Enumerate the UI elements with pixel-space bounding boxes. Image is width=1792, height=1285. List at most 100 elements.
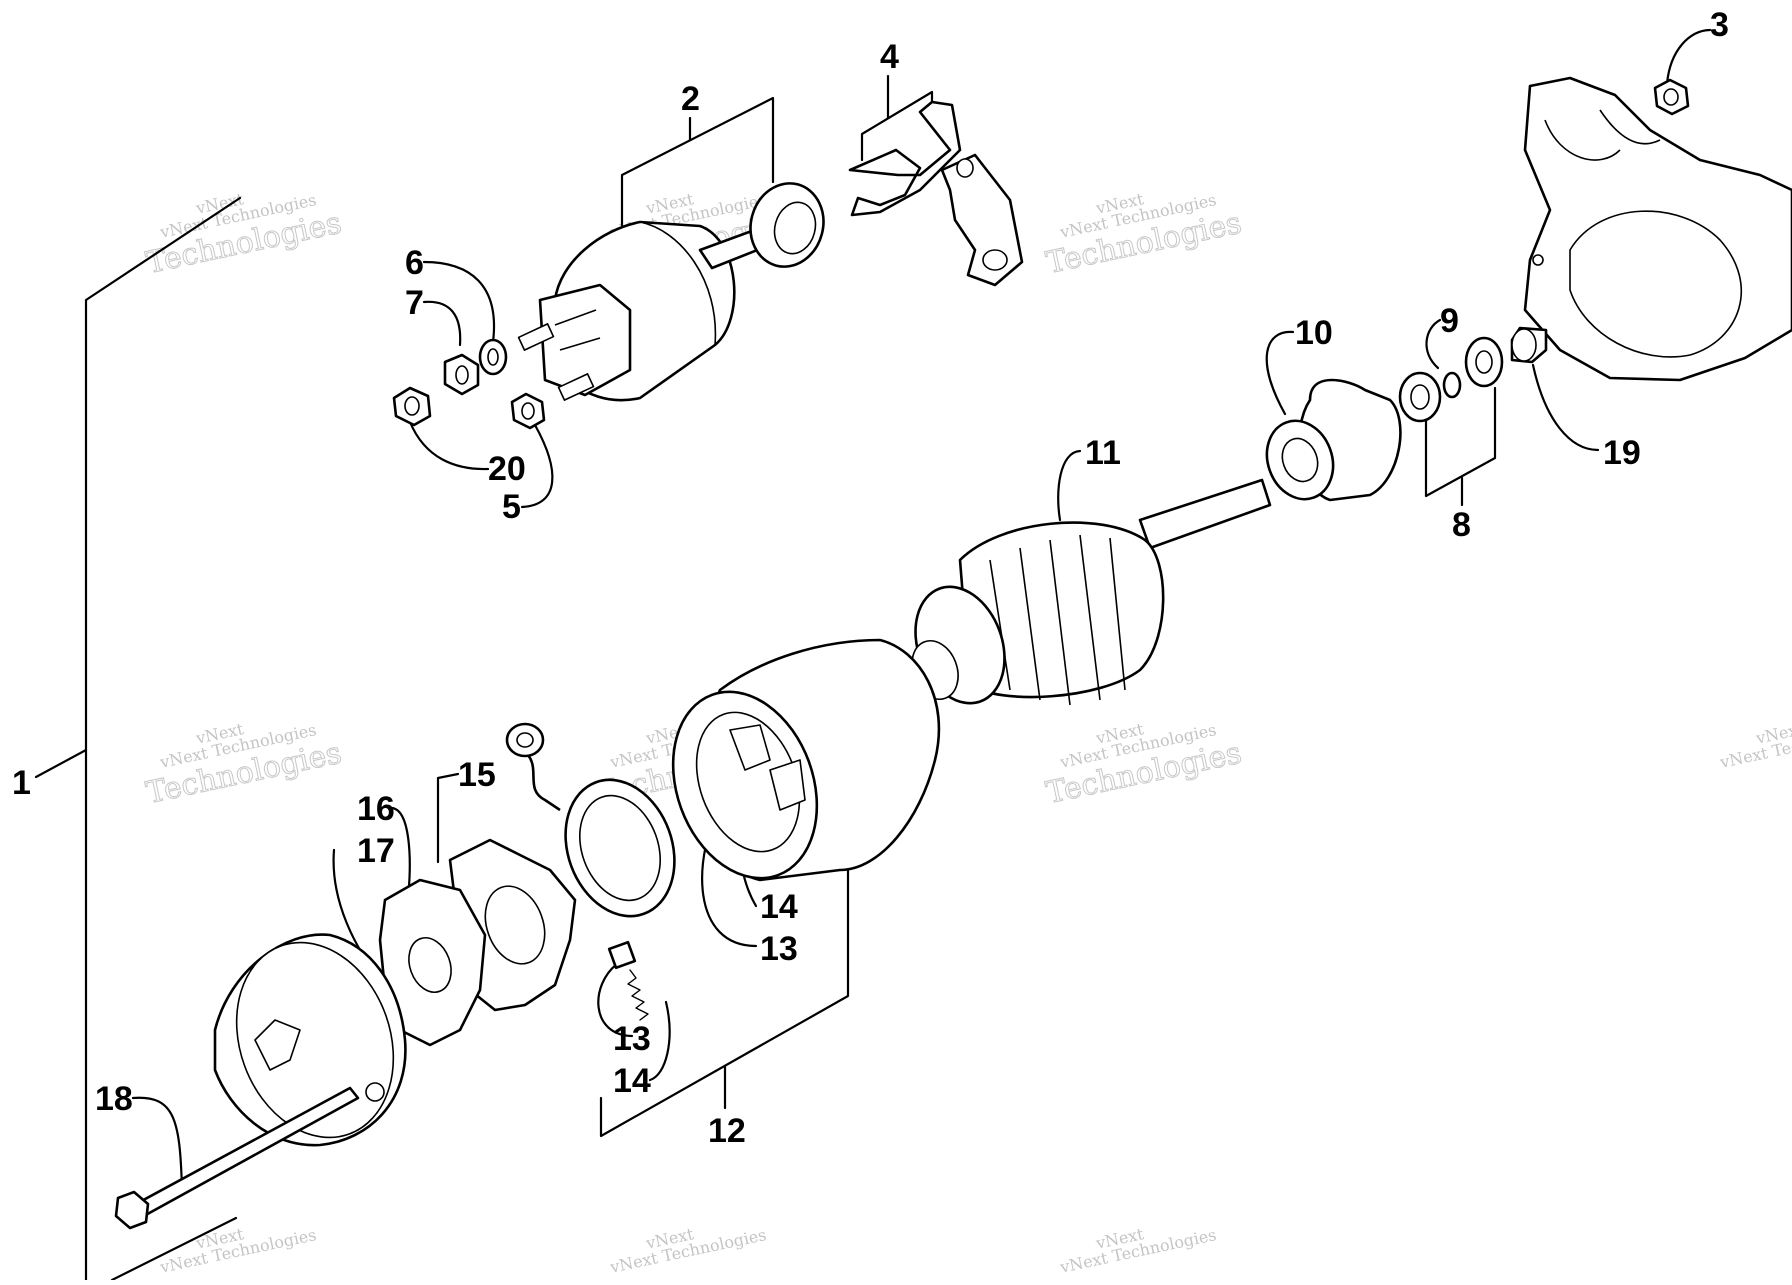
brush-spring-14 (627, 969, 649, 1021)
nut-3-hole (1663, 88, 1679, 106)
callout-13-upper: 13 (760, 930, 798, 968)
plunger-boot-inner (773, 201, 817, 255)
end-frame-17 (213, 933, 407, 1147)
leader-15 (436, 772, 460, 864)
watermark: vNext vNext Technologies (1058, 1224, 1218, 1277)
leader-1 (34, 748, 88, 779)
leader-5 (520, 423, 554, 509)
callout-12: 12 (708, 1112, 746, 1150)
leader-18 (131, 1096, 184, 1192)
leader-20 (408, 420, 490, 471)
through-bolt-18 (114, 1086, 360, 1230)
nut-3 (1653, 78, 1690, 116)
leader-19 (1531, 363, 1600, 452)
brush-holder-assembly (505, 722, 676, 1021)
field-pole-shoes (729, 724, 806, 811)
leader-11 (1057, 449, 1082, 522)
callout-9: 9 (1440, 302, 1459, 340)
solenoid-terminal-a (517, 323, 555, 351)
lever-fork (848, 100, 962, 217)
snap-ring-9 (1442, 371, 1462, 399)
watermark: vNext vNext Technologies (1718, 719, 1792, 772)
bracket-1-lower (110, 1216, 238, 1282)
callout-3: 3 (1710, 6, 1729, 44)
watermark: vNext vNext Technologies Technologies (1043, 719, 1245, 812)
pinion-hardware (1398, 336, 1504, 423)
callout-19: 19 (1603, 434, 1641, 472)
bushing-19 (1510, 326, 1548, 364)
through-bolt-head (114, 1190, 150, 1230)
nut-7-hole (455, 365, 469, 385)
end-frame-bolt-hole (365, 1082, 385, 1102)
callout-16: 16 (357, 790, 395, 828)
callout-14-upper: 14 (760, 888, 798, 926)
callout-7: 7 (405, 284, 424, 322)
lever-end (982, 249, 1008, 271)
drive-housing-part (1523, 76, 1792, 382)
leader-3 (1665, 28, 1712, 86)
watermark: vNext vNext Technologies Technologies (143, 189, 345, 282)
armature-shaft (1138, 478, 1272, 550)
watermark: vNext vNext Technologies Technologies (143, 719, 345, 812)
brush-plate-bore (484, 885, 546, 965)
nut-5-hole (521, 402, 535, 420)
solenoid-cap (538, 283, 632, 397)
stop-collar-hole (1475, 350, 1493, 374)
leader-9 (1425, 318, 1442, 370)
solenoid-edge (639, 221, 717, 346)
brush-ring-inner (578, 794, 662, 902)
leader-10 (1265, 330, 1295, 416)
callout-20: 20 (488, 450, 526, 488)
callout-18: 18 (95, 1080, 133, 1118)
leader-7 (422, 300, 462, 347)
terminal-lead (526, 754, 561, 812)
callout-labels: 1 2 3 4 5 6 7 8 9 10 11 12 13 13 14 14 1… (12, 6, 1729, 1150)
terminal-eyelet-hole (516, 732, 534, 748)
drive-housing-detail (1544, 109, 1661, 161)
callout-2: 2 (681, 80, 700, 118)
watermark: vNext vNext Technologies (158, 1224, 318, 1277)
solenoid-part (517, 182, 825, 402)
insulator-plate-16 (378, 878, 487, 1047)
washer-6-hole (487, 348, 499, 366)
lever-arm (940, 153, 1024, 287)
callout-4: 4 (880, 38, 899, 76)
callout-8: 8 (1452, 506, 1471, 544)
watermark: vNext vNext Technologies (608, 1224, 768, 1277)
leader-6 (422, 260, 496, 344)
thrust-washer-hole (1410, 384, 1430, 410)
insulator-plate-hole (408, 937, 452, 993)
callout-13-lower: 13 (613, 1020, 651, 1058)
armature-11 (911, 478, 1272, 706)
nut-20-hole (404, 396, 420, 416)
callout-14-lower: 14 (613, 1062, 651, 1100)
watermark: vNext vNext Technologies Technologies (1043, 189, 1245, 282)
drive-housing-bore (1569, 210, 1743, 358)
bracket-2 (620, 96, 775, 252)
pinion-gear-bore (1281, 437, 1319, 483)
callout-1: 1 (12, 764, 31, 802)
callout-11: 11 (1085, 434, 1121, 472)
solenoid-terminal-b (557, 373, 595, 401)
hardware-nuts (392, 338, 546, 430)
shift-lever-part (848, 100, 1024, 287)
callout-17: 17 (357, 832, 395, 870)
end-frame-rim (235, 941, 395, 1139)
lever-pivot (956, 158, 974, 178)
end-frame-boss (254, 1019, 301, 1071)
drive-housing-hole (1532, 254, 1544, 266)
bracket-1-upper (84, 196, 242, 1282)
yoke-12 (671, 638, 941, 882)
callout-10: 10 (1295, 314, 1333, 352)
pinion-clutch-10 (1265, 378, 1402, 502)
bracket-8 (1424, 386, 1497, 498)
brush-13 (607, 940, 637, 970)
callout-5: 5 (502, 488, 521, 526)
bushing-19-face (1511, 328, 1537, 362)
leader-13-lower (597, 962, 634, 1038)
callout-6: 6 (405, 244, 424, 282)
leader-14-lower (648, 1000, 671, 1082)
callout-15: 15 (458, 756, 496, 794)
